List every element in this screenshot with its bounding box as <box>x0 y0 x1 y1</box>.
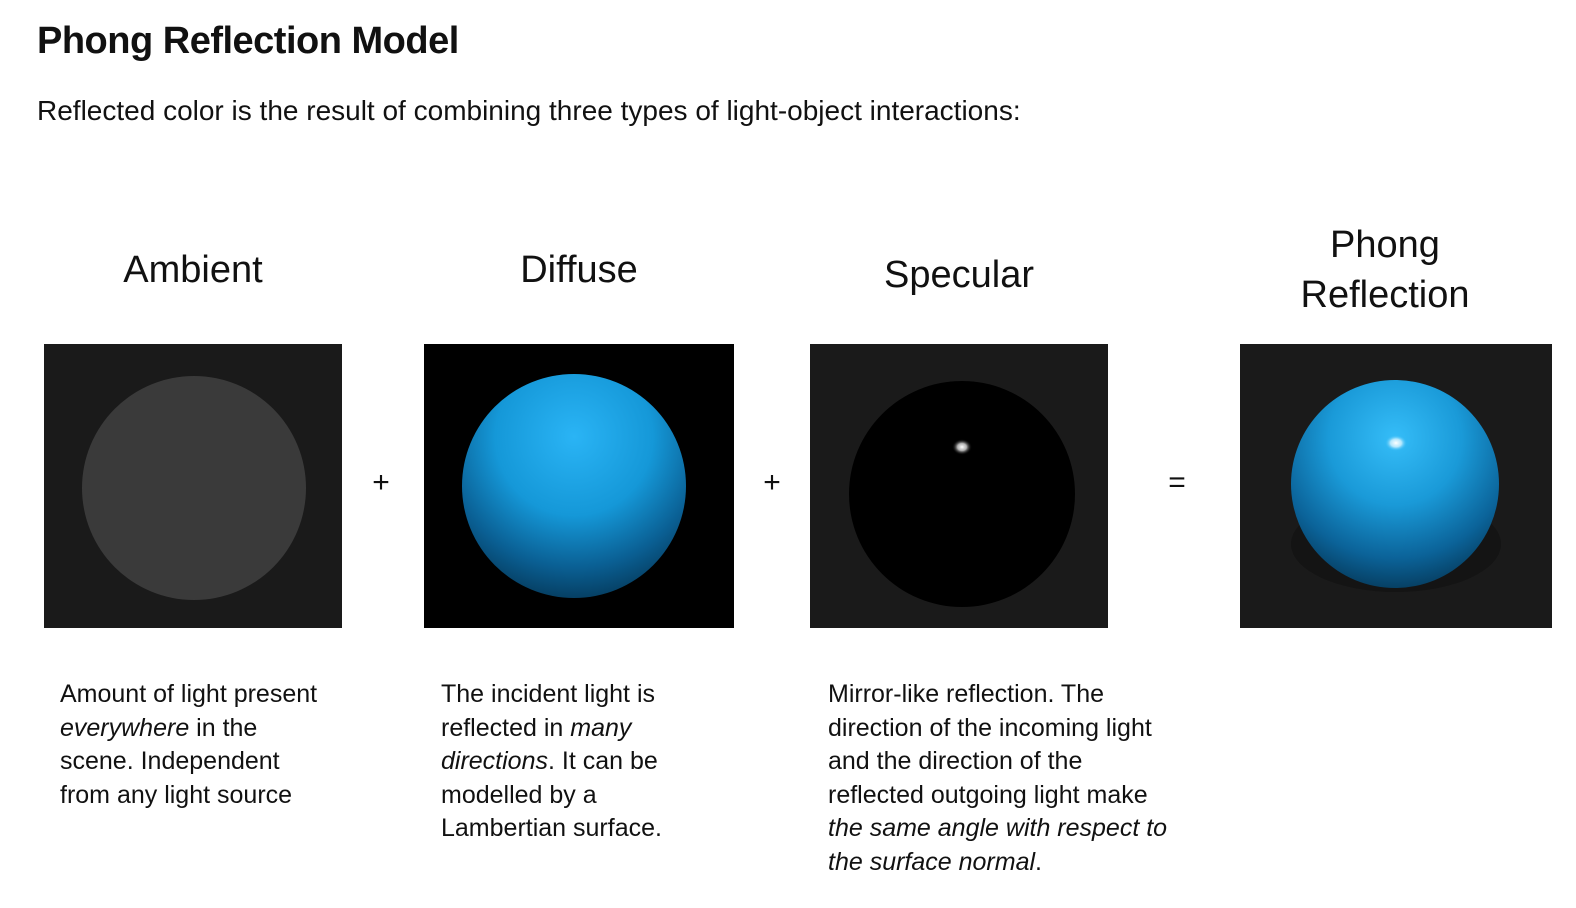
specular-render <box>849 381 1075 607</box>
ambient-render <box>82 376 306 600</box>
ambient-desc-emphasis: everywhere <box>60 713 190 742</box>
diffuse-desc-text-2: . It can be modelled by a Lambertian sur… <box>441 747 662 842</box>
plus-operator-2: + <box>763 466 781 499</box>
diffuse-sphere <box>462 374 686 598</box>
diffuse-render <box>462 374 686 598</box>
page-subtitle: Reflected color is the result of combini… <box>37 95 1021 126</box>
phong-label: Phong Reflection <box>1240 220 1530 320</box>
phong-highlight <box>1385 435 1407 451</box>
phong-render <box>1291 380 1501 592</box>
ambient-description: Amount of light present everywhere in th… <box>60 678 335 812</box>
diffuse-description: The incident light is reflected in many … <box>441 678 681 846</box>
ambient-panel <box>44 344 342 628</box>
plus-operator-1: + <box>372 466 390 499</box>
ambient-desc-text-2: in the scene. Independent from any light… <box>60 713 293 809</box>
diffuse-desc-text-1: The incident light is reflected in <box>441 680 656 742</box>
diffuse-panel <box>424 344 734 628</box>
phong-label-line2: Reflection <box>1300 274 1470 316</box>
phong-sphere <box>1291 380 1499 588</box>
ambient-sphere <box>82 376 306 600</box>
specular-desc-emphasis: the same angle with respect to the surfa… <box>828 814 1168 876</box>
page-title: Phong Reflection Model <box>37 20 459 62</box>
diffuse-desc-emphasis: many directions <box>441 713 632 776</box>
specular-highlight <box>952 439 972 455</box>
diffuse-label: Diffuse <box>520 249 638 291</box>
ambient-label: Ambient <box>123 249 263 291</box>
phong-panel <box>1240 344 1552 628</box>
specular-panel <box>810 344 1108 628</box>
phong-label-line1: Phong <box>1330 224 1440 266</box>
equals-operator: = <box>1168 466 1186 499</box>
specular-sphere <box>849 381 1075 607</box>
ambient-desc-text-1: Amount of light present <box>60 680 318 708</box>
specular-description: Mirror-like reflection. The direction of… <box>828 678 1173 879</box>
specular-desc-text-1: Mirror-like reflection. The direction of… <box>828 680 1152 809</box>
specular-desc-text-2: . <box>1035 847 1042 876</box>
specular-label: Specular <box>884 254 1034 296</box>
